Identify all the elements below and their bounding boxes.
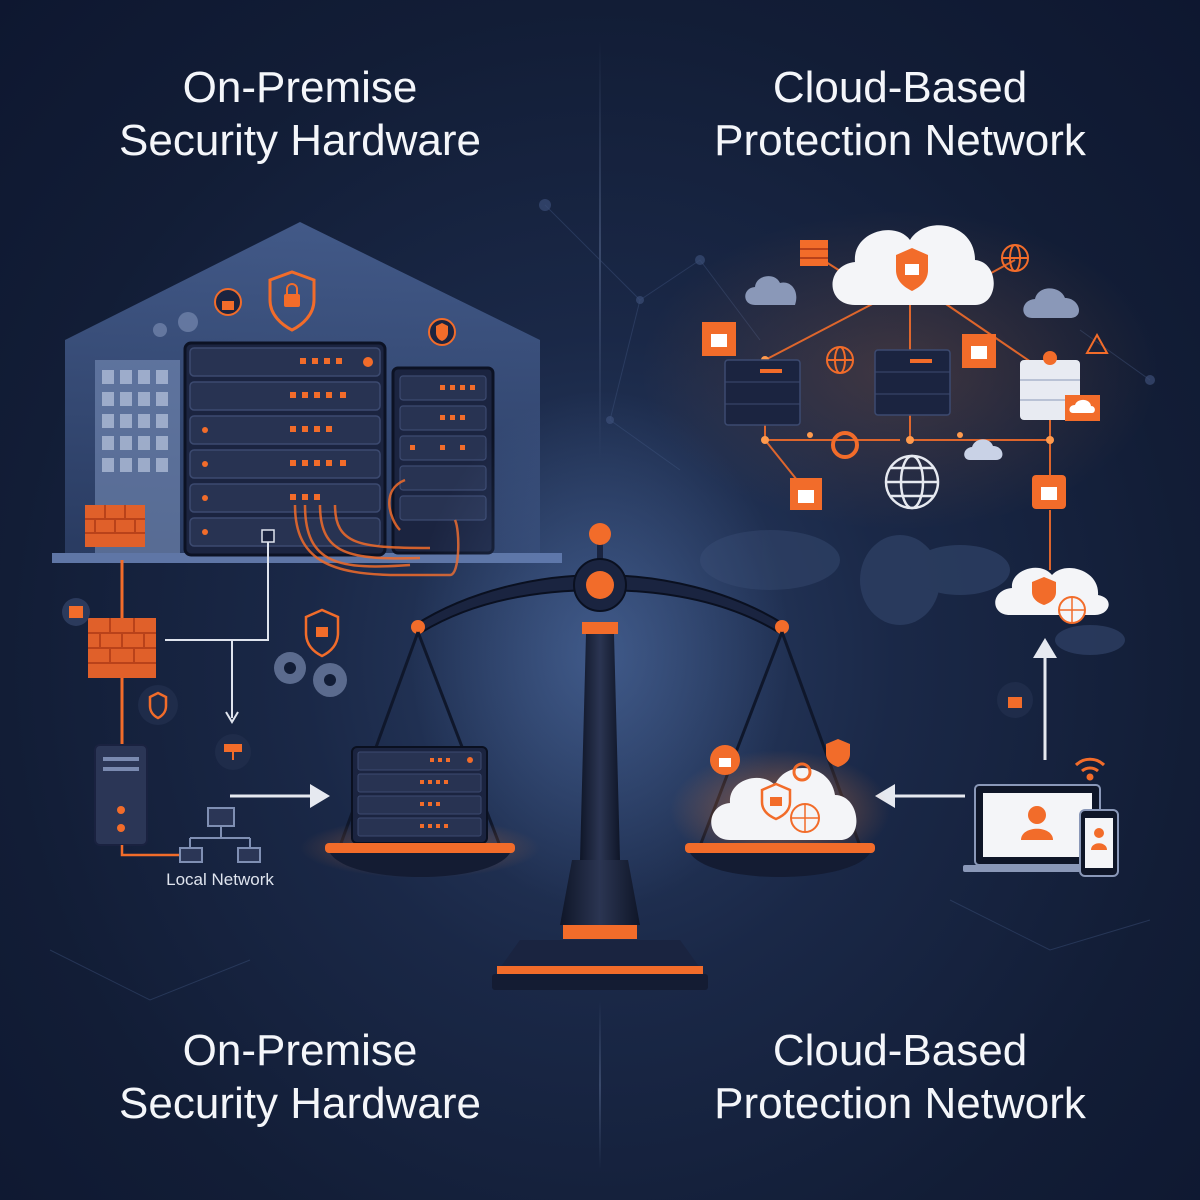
padlock-icon-cn2: [962, 334, 996, 368]
server-rack-on-scale-icon: [351, 746, 488, 844]
main-cloud-icon: [832, 225, 994, 305]
cloud-on-scale-icon: [711, 768, 857, 840]
firewall-top-right-icon: [800, 240, 828, 266]
small-cloud-mid-icon: [964, 439, 1003, 460]
tower-link: [120, 845, 190, 857]
gear-icon: [153, 312, 198, 337]
center-divider-top: [599, 40, 601, 460]
small-cloud-left-icon: [745, 276, 797, 305]
globe-icon: [884, 454, 940, 510]
title-line-1: On-Premise: [182, 1026, 418, 1075]
title-line-2: Security Hardware: [119, 115, 481, 165]
gear-network-icon: [831, 431, 859, 459]
globe-small-icon: [826, 346, 854, 374]
arrow-up-icon: [1033, 638, 1057, 760]
padlock-icon-cn3: [790, 478, 822, 510]
title-cloud-based-bottom: Cloud-Based Protection Network: [640, 1025, 1160, 1131]
small-cloud-right-icon: [1023, 288, 1080, 318]
cloud-monitor-icon: [1065, 395, 1100, 421]
padlock-icon-cn1: [702, 322, 736, 356]
firewall-icon: [85, 505, 145, 547]
title-line-1: Cloud-Based: [772, 63, 1028, 112]
padlock-icon-cn4: [1032, 475, 1066, 509]
shield-lock-icon: [268, 270, 316, 332]
left-scale-pan: [325, 843, 515, 877]
padlock-right-icon: [997, 682, 1033, 718]
phone-icon: [1079, 809, 1119, 877]
title-line-1: Cloud-Based: [772, 1026, 1028, 1075]
server-rack-icon: [183, 341, 387, 557]
cloud-lower-right-icon: [995, 567, 1109, 624]
local-network-label: Local Network: [166, 870, 274, 889]
arrow-right-icon: [230, 784, 330, 808]
server-icon-center: [874, 349, 951, 416]
title-cloud-based-top: Cloud-Based Protection Network: [640, 62, 1160, 168]
globe-top-right-icon: [1001, 244, 1029, 272]
wifi-icon: [1074, 757, 1106, 781]
firewall-lower-icon: [88, 560, 156, 750]
title-on-premise-bottom: On-Premise Security Hardware: [40, 1025, 560, 1131]
server-icon-left: [724, 359, 801, 426]
firewall-badge-icon: [62, 598, 90, 626]
connector-line: [165, 540, 269, 724]
shield-cloud-icon: [826, 739, 850, 767]
title-line-2: Protection Network: [714, 115, 1086, 165]
shield-small-icon: [428, 318, 456, 346]
tower-server-icon: [94, 744, 148, 846]
gear-cluster-icon: [274, 652, 347, 697]
laptop-icon: [963, 784, 1113, 872]
scale-icon: [338, 523, 862, 990]
title-line-1: On-Premise: [182, 63, 418, 112]
port-icon: [261, 529, 275, 543]
title-line-2: Protection Network: [714, 1078, 1086, 1128]
shield-lower-icon: [138, 685, 178, 725]
title-on-premise-top: On-Premise Security Hardware: [40, 62, 560, 168]
padlock-cloud-icon: [710, 745, 740, 775]
gear-cloud-icon: [792, 762, 812, 782]
switch-icon: [215, 734, 251, 770]
shield-lock-mid-icon: [304, 608, 340, 658]
title-line-2: Security Hardware: [119, 1078, 481, 1128]
center-divider-bottom: [599, 1000, 601, 1170]
local-network-icon: [179, 807, 261, 863]
right-scale-pan: [685, 843, 875, 877]
alert-icon: [1085, 332, 1109, 354]
padlock-icon: [214, 288, 242, 316]
